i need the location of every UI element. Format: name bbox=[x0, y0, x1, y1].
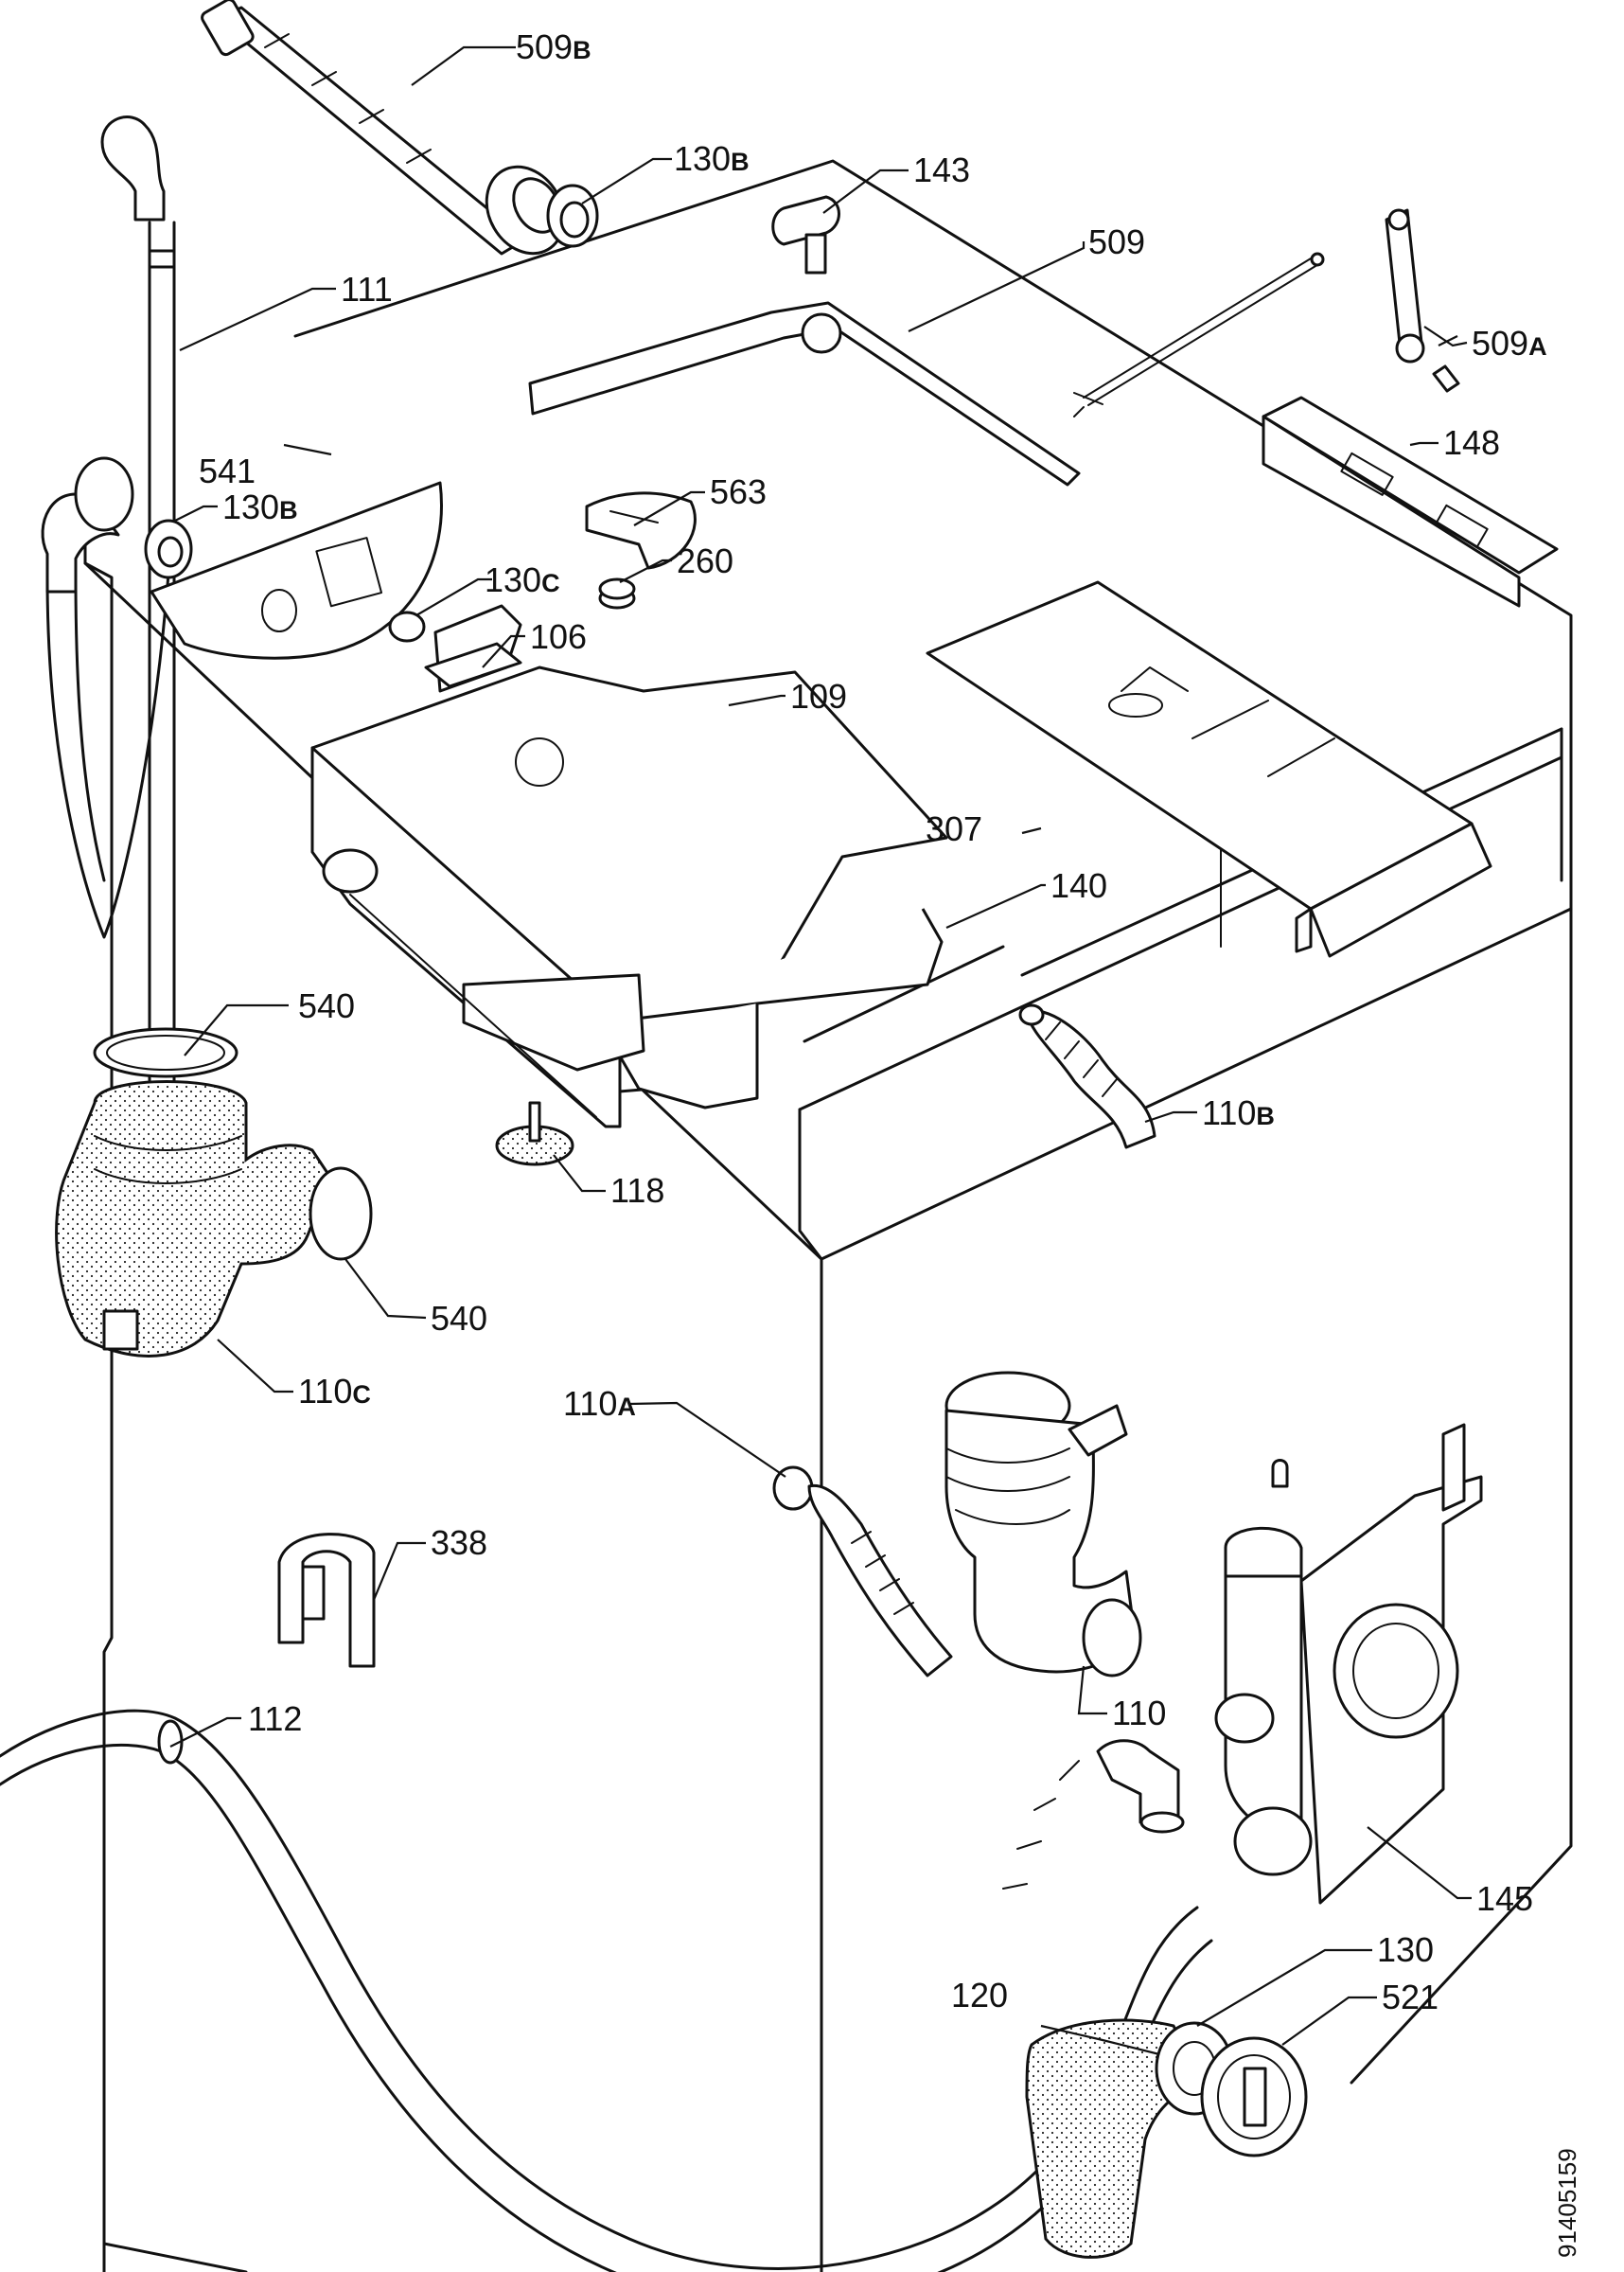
part-inlet-pipe bbox=[201, 0, 566, 256]
callout-labels: 509B 130B 143 509 111 509A 148 541 130B … bbox=[199, 27, 1547, 2016]
callout-110: 110 bbox=[1112, 1694, 1166, 1732]
callout-110c: 110C bbox=[298, 1372, 371, 1411]
part-inlet-hose bbox=[41, 115, 176, 1171]
part-pump-housing-145 bbox=[1214, 1423, 1483, 1905]
callout-130b-top: 130B bbox=[674, 139, 750, 178]
callout-130: 130 bbox=[1377, 1930, 1434, 1969]
callout-509a: 509A bbox=[1472, 324, 1547, 363]
callout-509: 509 bbox=[1088, 222, 1145, 261]
part-hose-110b bbox=[1018, 1003, 1156, 1149]
part-bellows-110c bbox=[55, 1080, 373, 1358]
part-spring-260 bbox=[598, 577, 636, 610]
part-cap-521 bbox=[1200, 2036, 1308, 2157]
part-dispenser-housing bbox=[310, 666, 948, 1128]
callout-260: 260 bbox=[677, 541, 733, 580]
callout-110b: 110B bbox=[1202, 1093, 1275, 1132]
part-gear-118 bbox=[495, 1101, 574, 1166]
callout-111: 111 bbox=[341, 270, 393, 309]
callout-540-mid: 540 bbox=[431, 1299, 487, 1338]
document-number: 91405159 bbox=[1553, 2148, 1581, 2258]
callout-541: 541 bbox=[199, 452, 256, 490]
callout-118: 118 bbox=[610, 1171, 664, 1210]
part-panel-541 bbox=[150, 481, 443, 660]
callout-143: 143 bbox=[913, 151, 970, 189]
part-cam-563 bbox=[585, 491, 697, 570]
part-filter-120 bbox=[1025, 2018, 1234, 2259]
callout-540-top: 540 bbox=[298, 986, 355, 1025]
part-seal-ring-left bbox=[144, 519, 193, 579]
part-small-lever bbox=[1385, 208, 1460, 393]
part-drain-hose-112 bbox=[0, 1709, 1213, 2272]
part-hose-110a bbox=[772, 1465, 953, 1677]
callout-130b-left: 130B bbox=[222, 488, 298, 526]
part-bellows-110 bbox=[944, 1371, 1142, 1677]
callout-120: 120 bbox=[951, 1976, 1008, 2015]
callout-110a: 110A bbox=[563, 1384, 636, 1423]
part-drawer-307 bbox=[926, 580, 1492, 958]
callout-509b: 509B bbox=[516, 27, 591, 66]
part-clip-338 bbox=[277, 1533, 376, 1668]
callout-148: 148 bbox=[1443, 423, 1500, 462]
callout-307: 307 bbox=[926, 809, 982, 848]
part-lever-bracket bbox=[528, 252, 1325, 487]
callout-112: 112 bbox=[248, 1699, 302, 1738]
part-clip-106 bbox=[388, 604, 522, 693]
part-seal-ring-top bbox=[546, 184, 599, 248]
callout-109: 109 bbox=[790, 677, 847, 716]
part-flap-148 bbox=[1262, 396, 1559, 608]
part-knob bbox=[771, 195, 840, 275]
callout-563: 563 bbox=[710, 472, 767, 511]
callout-145: 145 bbox=[1476, 1879, 1533, 1918]
callout-130c: 130C bbox=[485, 560, 560, 599]
callout-521: 521 bbox=[1382, 1978, 1439, 2016]
callout-338: 338 bbox=[431, 1523, 487, 1562]
callout-106: 106 bbox=[530, 617, 587, 656]
leader-lines bbox=[169, 45, 1472, 2056]
part-clamp-ring-top bbox=[93, 1027, 238, 1078]
callout-140: 140 bbox=[1050, 866, 1107, 905]
